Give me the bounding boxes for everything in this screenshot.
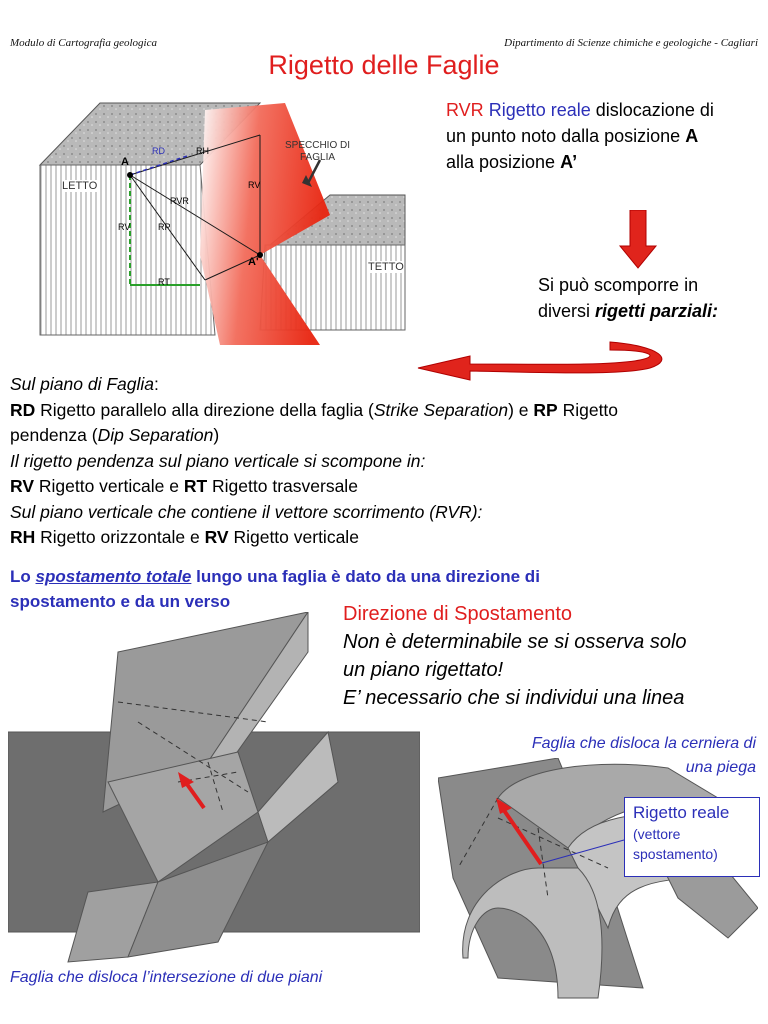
para-rd-text: Rigetto parallelo alla direzione della f…: [40, 400, 374, 420]
label-rv-left: RV: [118, 222, 130, 232]
down-arrow-icon: [618, 210, 658, 270]
decompose-line2b: rigetti parziali:: [595, 301, 718, 321]
header-left: Modulo di Cartografia geologica: [10, 37, 157, 49]
fault-block-diagram: [30, 95, 420, 355]
direzione-title: Direzione di Spostamento: [343, 600, 763, 628]
label-rt: RT: [158, 277, 170, 287]
para-rv: RV: [10, 476, 34, 496]
para-rt: RT: [184, 476, 207, 496]
para-l4: Il rigetto pendenza sul piano verticale …: [10, 449, 760, 475]
label-specchio-line1: SPECCHIO DI: [285, 140, 350, 151]
para-l3a: pendenza (: [10, 425, 98, 445]
para-rp: RP: [533, 400, 557, 420]
spost-lo: Lo: [10, 567, 31, 586]
rvr-line2a: un punto noto dalla posizione: [446, 126, 680, 146]
callout-title: Rigetto reale: [633, 802, 759, 824]
para-rp-text: Rigetto: [563, 400, 618, 420]
label-tetto: TETTO: [368, 261, 404, 273]
para-rt-text: Rigetto trasversale: [212, 476, 358, 496]
rvr-abbr: RVR: [446, 100, 484, 120]
para-rv2: RV: [205, 527, 229, 547]
label-point-a-prime: A': [248, 256, 259, 268]
caption-fold-l1: Faglia che disloca la cerniera di: [436, 732, 756, 756]
label-rvr: RVR: [170, 196, 189, 206]
para-l1: Sul piano di Faglia: [10, 374, 154, 394]
para-l6: Sul piano verticale che contiene il vett…: [10, 500, 760, 526]
page-title: Rigetto delle Faglie: [0, 50, 768, 81]
decompose-line2a: diversi: [538, 301, 590, 321]
para-strike: Strike Separation: [374, 400, 508, 420]
para-rv2-text: Rigetto verticale: [233, 527, 358, 547]
spost-term: spostamento totale: [36, 567, 192, 586]
direzione-l2: un piano rigettato!: [343, 656, 763, 684]
callout-sub2: spostamento): [633, 844, 759, 864]
para-dip: Dip Separation: [98, 425, 214, 445]
para-rd: RD: [10, 400, 35, 420]
para-rh: RH: [10, 527, 35, 547]
header-right: Dipartimento di Scienze chimiche e geolo…: [504, 37, 758, 49]
direzione-block: Direzione di Spostamento Non è determina…: [343, 600, 763, 712]
rvr-name: Rigetto reale: [489, 100, 591, 120]
caption-planes: Faglia che disloca l’intersezione di due…: [10, 966, 430, 990]
label-point-a: A: [121, 156, 129, 168]
rvr-line1-rest: dislocazione di: [596, 100, 714, 120]
decompose-line1: Si può scomporre in: [538, 272, 768, 298]
rvr-line3a: alla posizione: [446, 152, 555, 172]
callout-sub1: (vettore: [633, 824, 759, 844]
rvr-point-a-prime: A’: [560, 152, 577, 172]
para-rh-text: Rigetto orizzontale e: [40, 527, 200, 547]
para-rv-text: Rigetto verticale e: [39, 476, 179, 496]
para-l1-colon: :: [154, 374, 159, 394]
separation-paragraph: Sul piano di Faglia: RD Rigetto parallel…: [10, 372, 760, 551]
label-letto: LETTO: [62, 180, 97, 192]
rigetto-reale-callout: Rigetto reale (vettore spostamento): [624, 797, 760, 877]
label-rd: RD: [152, 146, 165, 156]
rvr-definition: RVR Rigetto reale dislocazione di un pun…: [446, 97, 766, 175]
direzione-l3: E’ necessario che si individui una linea: [343, 684, 763, 712]
label-rp: RP: [158, 222, 171, 232]
decompose-text: Si può scomporre in diversi rigetti parz…: [538, 272, 768, 324]
spost-rest: lungo una faglia è dato da una direzione…: [196, 567, 540, 586]
label-rh: RH: [196, 146, 209, 156]
fold-hinge-diagram: [438, 758, 758, 1008]
label-rv-right: RV: [248, 180, 260, 190]
direzione-l1: Non è determinabile se si osserva solo: [343, 628, 763, 656]
para-l3b: ): [213, 425, 219, 445]
label-specchio-line2: FAGLIA: [300, 152, 335, 163]
para-rd-text2: ) e: [508, 400, 528, 420]
rvr-point-a: A: [685, 126, 698, 146]
